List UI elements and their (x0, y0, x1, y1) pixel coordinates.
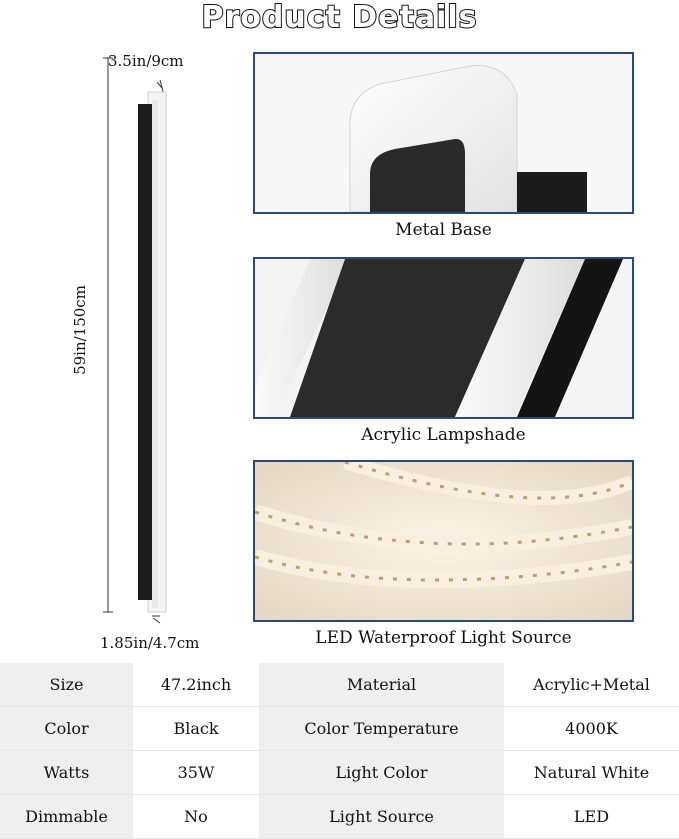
height-dimension-wrap: 59in/150cm (71, 285, 89, 375)
width-dimension-label: 3.5in/9cm (108, 52, 184, 70)
spec-value: 47.2inch (133, 663, 259, 707)
led-light-source-image (253, 460, 634, 622)
spec-label: Size (0, 663, 133, 707)
spec-value: Natural White (504, 750, 679, 795)
depth-dimension-label: 1.85in/4.7cm (100, 634, 200, 652)
page-title: Product Details (200, 0, 478, 36)
table-row: Dimmable No Light Source LED (0, 794, 679, 839)
spec-value: 4000K (504, 706, 679, 751)
acrylic-lampshade-image (253, 257, 634, 419)
spec-value: Black (133, 706, 259, 751)
spec-label: Material (259, 663, 504, 707)
led-light-source-caption: LED Waterproof Light Source (315, 628, 572, 648)
spec-value: 35W (133, 750, 259, 795)
spec-label: Color (0, 706, 133, 751)
table-row: Size 47.2inch Material Acrylic+Metal (0, 663, 679, 707)
acrylic-lampshade-caption: Acrylic Lampshade (361, 425, 526, 445)
lamp-dimension-drawing (103, 57, 167, 624)
height-dimension-label: 59in/150cm (71, 285, 89, 375)
metal-base-caption: Metal Base (395, 220, 492, 240)
spec-label: Light Color (259, 750, 504, 795)
spec-value: Acrylic+Metal (504, 663, 679, 707)
spec-label: Watts (0, 750, 133, 795)
metal-base-image (253, 52, 634, 214)
table-row: Watts 35W Light Color Natural White (0, 750, 679, 795)
spec-label: Color Temperature (259, 706, 504, 751)
table-row: Color Black Color Temperature 4000K (0, 706, 679, 751)
specs-table: Size 47.2inch Material Acrylic+Metal Col… (0, 663, 679, 839)
